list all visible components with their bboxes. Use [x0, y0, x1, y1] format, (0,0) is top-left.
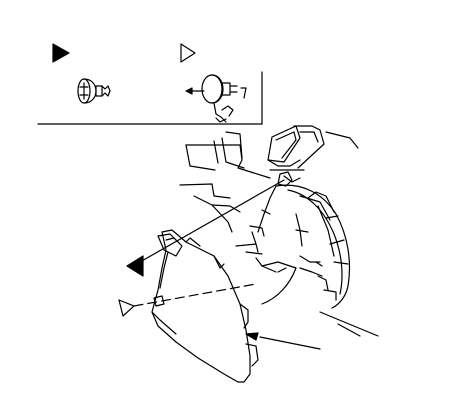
trim-panel	[152, 230, 258, 382]
clip-callout	[119, 284, 256, 316]
screw-icon	[78, 79, 110, 103]
filled-triangle-callout-icon	[127, 256, 143, 276]
screw-callout	[127, 172, 292, 276]
legend-box	[38, 72, 262, 124]
panel-pointer-arrow	[246, 333, 320, 349]
outline-triangle-marker-icon	[181, 44, 195, 62]
wheel-arch	[236, 185, 378, 336]
vehicle-body-structure	[180, 126, 358, 232]
outline-triangle-callout-icon	[119, 300, 134, 316]
push-clip-icon	[186, 75, 246, 122]
filled-triangle-marker-icon	[53, 44, 69, 62]
